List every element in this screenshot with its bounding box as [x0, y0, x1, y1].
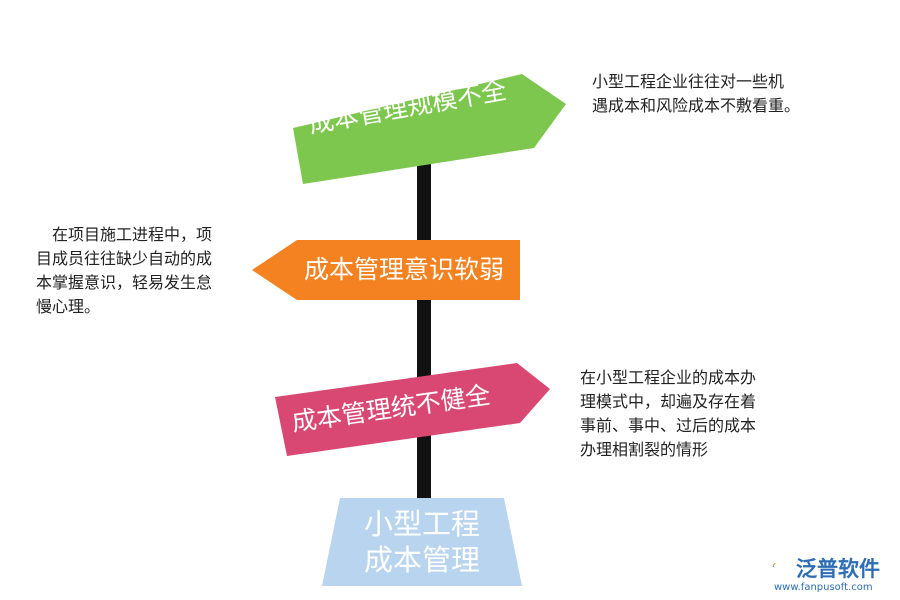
sign-1-label: 成本管理规模不全 [306, 75, 509, 139]
base-line-1: 小型工程 [363, 507, 480, 541]
base-block [322, 498, 522, 586]
note-2-line: 本掌握意识，轻易发生怠 [36, 273, 213, 292]
note-1: 小型工程企业往往对一些机 遇成本和风险成本不敷看重。 [592, 70, 842, 118]
note-2-line: 目成员往往缺少自动的成 [36, 249, 213, 268]
note-3-line: 办理相割裂的情形 [580, 440, 709, 459]
note-2-line: 在项目施工进程中，项 [36, 225, 213, 244]
note-2-line: 慢心理。 [36, 297, 101, 316]
sign-2-label: 成本管理意识软弱 [304, 255, 505, 284]
note-2: 在项目施工进程中，项 目成员往往缺少自动的成 本掌握意识，轻易发生怠 慢心理。 [36, 223, 251, 319]
note-3-line: 在小型工程企业的成本办 [580, 368, 757, 387]
note-3-line: 理模式中，却遍及存在着 [580, 392, 757, 411]
base-label: 小型工程 成本管理 [322, 506, 522, 578]
logo-mark-icon [772, 563, 777, 568]
base-line-2: 成本管理 [363, 543, 480, 577]
sign-3-label: 成本管理统不健全 [289, 380, 493, 437]
logo-url: www.fanpusoft.com [774, 582, 873, 593]
sign-pole [417, 158, 431, 510]
note-1-line: 遇成本和风险成本不敷看重。 [592, 96, 801, 115]
logo-name: 泛普软件 [796, 557, 880, 581]
note-1-line: 小型工程企业往往对一些机 [592, 72, 785, 91]
note-3: 在小型工程企业的成本办 理模式中，却遍及存在着 事前、事中、过后的成本 办理相割… [580, 366, 795, 462]
note-3-line: 事前、事中、过后的成本 [580, 416, 757, 435]
